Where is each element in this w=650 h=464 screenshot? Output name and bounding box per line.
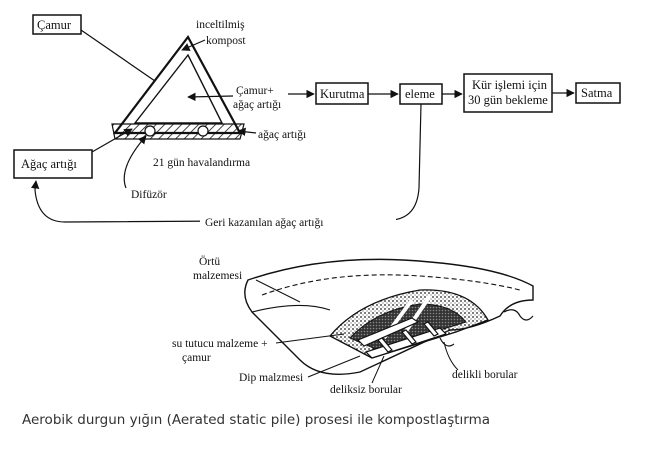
base-agac-artigi-label: ağaç artığı [258,129,306,141]
ortu-leader [255,279,301,303]
cover-edge-line [251,304,331,313]
agac-artigi-box-arrow [91,128,133,153]
su-tutucu-leader [275,333,345,344]
inceltilmis-label: inceltilmiş [196,19,245,31]
kur-islemi-line2: 30 gün bekleme [468,93,548,107]
dip-leader [307,355,361,378]
mix-agac-artigi-label: ağaç artığı [233,99,281,111]
ortu-label-line1: Örtü [199,254,220,268]
diffizor-arrow [123,135,147,189]
kur-islemi-box: Kür işlemi için 30 gün bekleme [463,73,553,113]
mix-arrow [187,92,234,102]
ortu-label-line2: malzemesi [193,270,242,282]
bottom-static-pile-diagram: Örtü malzemesi su tutucu malzeme + çamur… [172,254,534,396]
top-process-diagram: Çamur inceltilmiş kompost Çamur+ ağaç ar… [13,14,621,230]
kurutma-label: Kurutma [320,87,365,101]
kompost-label: kompost [206,35,246,47]
kur-islemi-line1: Kür işlemi için [472,78,548,92]
pipe-outlet [439,337,455,347]
su-tutucu-line1: su tutucu malzeme + [172,338,268,350]
camur-label: Çamur [37,18,72,32]
diffuser-pipe-left [144,125,156,137]
figure-caption: Aerobik durgun yığın (Aerated static pil… [22,412,491,428]
agac-artigi-box: Ağaç artığı [13,149,93,179]
camur-box: Çamur [32,14,82,35]
base-arrow [237,127,257,137]
satma-box: Satma [575,82,621,104]
su-tutucu-line2: çamur [182,352,211,364]
pile-base-hatch [111,123,245,140]
camur-plus-label: Çamur+ [236,85,274,97]
delikli-borular-label: delikli borular [452,369,518,381]
geri-kazanilan-label: Geri kazanılan ağaç artığı [205,217,323,229]
eleme-box: eleme [399,83,443,105]
camur-arrow [80,29,169,91]
satma-label: Satma [581,86,613,100]
cover-fold-line [261,274,521,296]
pipe-outlet [503,309,534,321]
kurutma-box: Kurutma [315,82,369,105]
triangular-pile [111,34,245,140]
pile-cut-stripe [402,294,432,336]
pipe-grid [356,317,448,359]
dip-malzemesi-label: Dip malzmesi [239,372,303,384]
kompost-arrow [181,39,206,51]
eleme-label: eleme [405,87,435,101]
agac-artigi-box-label: Ağaç artığı [21,157,77,171]
delikli-leader [443,341,459,371]
havalandirma-label: 21 gün havalandırma [153,157,250,169]
deliksiz-leader [371,355,385,384]
diffuser-pipe-right [197,125,209,137]
deliksiz-borular-label: deliksiz borular [330,384,402,396]
diffizor-label: Difüzör [131,189,167,201]
